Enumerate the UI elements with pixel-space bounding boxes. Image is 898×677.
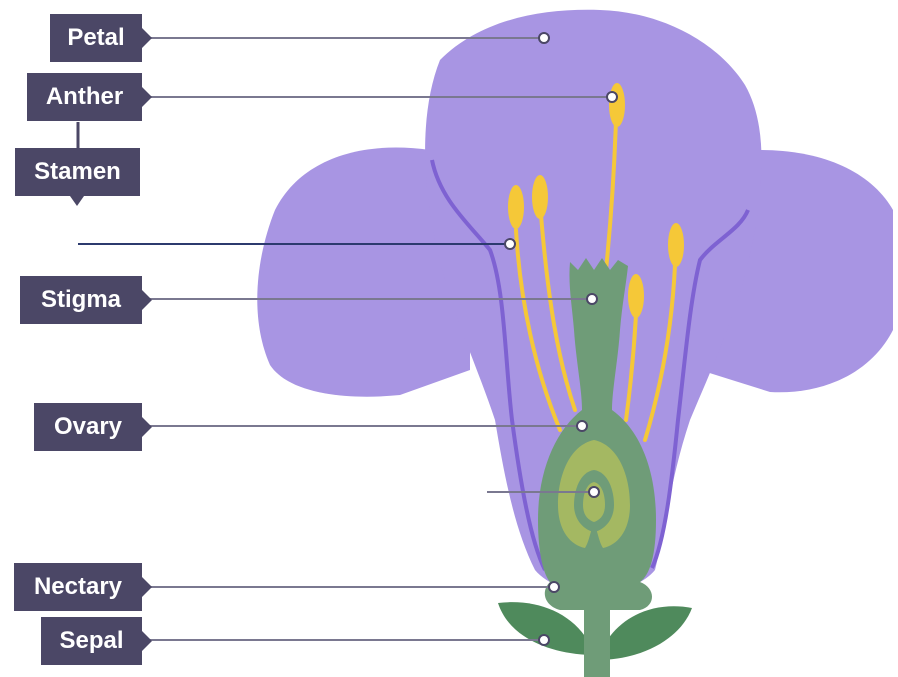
anther-1 [609,83,625,127]
label-nectary: Nectary [14,563,142,611]
label-anther-arrow [142,87,152,107]
label-petal-text: Petal [67,24,124,51]
dot-stigma [587,294,597,304]
dot-anther [607,92,617,102]
anther-2 [508,185,524,229]
label-ovary: Ovary [34,403,142,451]
anther-4 [668,223,684,267]
dot-ovary [577,421,587,431]
dot-nectary [549,582,559,592]
label-petal: Petal [50,14,142,62]
sepal-left [498,602,595,655]
label-stamen-arrow [70,196,84,206]
label-sepal-arrow [142,631,152,651]
label-stamen-text: Stamen [34,158,121,185]
label-sepal: Sepal [41,617,142,665]
label-stamen: Stamen [15,148,140,196]
label-ovary-arrow [142,417,152,437]
label-petal-arrow [142,28,152,48]
label-stigma-arrow [142,290,152,310]
label-stigma-text: Stigma [41,286,121,313]
label-anther: Anther [27,73,142,121]
label-anther-text: Anther [46,83,123,110]
label-stigma: Stigma [20,276,142,324]
sepal-right [598,606,692,660]
label-sepal-text: Sepal [59,627,123,654]
anther-5 [628,274,644,318]
anther-3 [532,175,548,219]
dot-petal [539,33,549,43]
label-nectary-text: Nectary [34,573,122,600]
dot-stamen [505,239,515,249]
label-nectary-arrow [142,577,152,597]
label-ovary-text: Ovary [54,413,122,440]
dot-sepal [539,635,549,645]
dot-ovule [589,487,599,497]
